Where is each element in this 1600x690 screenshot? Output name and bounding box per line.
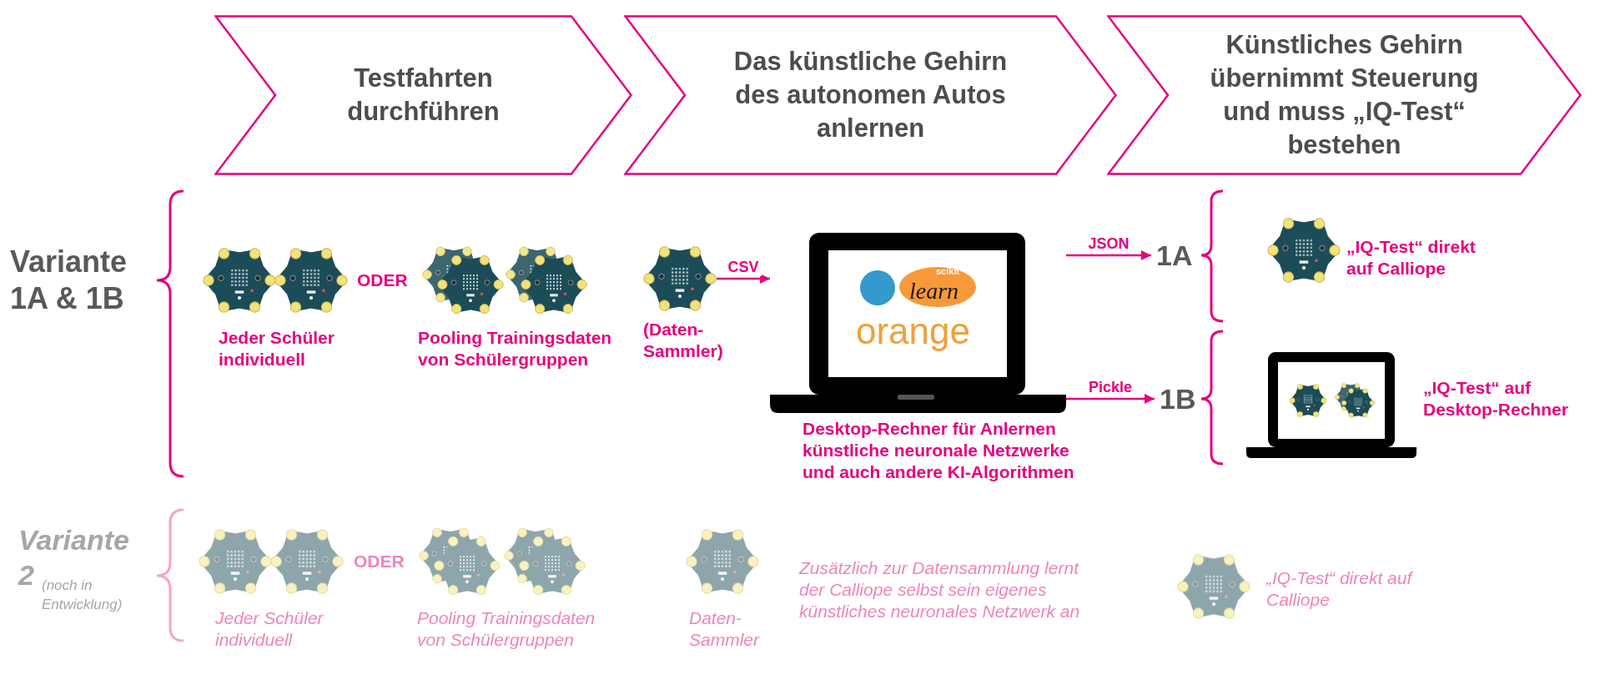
calliope-icon (275, 248, 348, 312)
chevron-outline (1108, 16, 1581, 175)
caption: Daten- Sammler (689, 607, 773, 651)
laptop-illustration (769, 232, 1067, 413)
variant-tag: 1B (1154, 382, 1201, 416)
curly-bracket (156, 191, 184, 477)
phase-title: Das künstliche Gehirn des autonomen Auto… (712, 45, 1030, 146)
pooled-boards (506, 246, 587, 314)
result-caption: „IQ-Test“ direkt auf Calliope (1346, 236, 1505, 280)
caption: Jeder Schüler individuell (215, 607, 362, 651)
logo-text: learn (909, 277, 959, 305)
curly-bracket (156, 509, 184, 641)
laptop-display (828, 250, 1007, 378)
calliope-icon (199, 529, 272, 594)
phase-chevron: Testfahrten durchführen (214, 15, 633, 176)
phase-title: Künstliches Gehirn übernimmt Steuerung u… (1186, 28, 1504, 162)
pooled-boards (1334, 383, 1374, 418)
curly-bracket (1201, 331, 1223, 464)
phase-chevron: Das künstliche Gehirn des autonomen Auto… (623, 15, 1117, 176)
laptop-base (769, 394, 1067, 413)
device-caption: (Daten- Sammler) (643, 318, 737, 363)
calliope-icon (521, 255, 587, 313)
calliope-icon (271, 529, 343, 594)
pooled-boards (504, 528, 585, 595)
logo-text: orange (855, 310, 971, 353)
data-flow-arrow (1066, 397, 1155, 401)
pooled-boards (419, 528, 500, 595)
result-caption: „IQ-Test“ direkt auf Calliope (1266, 567, 1425, 611)
status-note: (noch in Entwicklung) (41, 575, 146, 614)
calliope-icon (1177, 554, 1250, 619)
variant-number: 1B (1159, 382, 1196, 416)
variant-label: Variante 1A & 1B (10, 243, 152, 317)
phase-title: Testfahrten durchführen (315, 61, 533, 129)
logo-shape (860, 270, 896, 306)
result-caption: „IQ-Test“ auf Desktop-Rechner (1423, 377, 1590, 421)
data-flow-arrow (1066, 254, 1152, 257)
calliope-icon (1267, 218, 1340, 282)
edge-label: Pickle (1086, 377, 1135, 397)
student-boards (203, 248, 348, 312)
calliope-icon (437, 255, 504, 313)
caption: Pooling Trainingsdaten von Schülergruppe… (417, 327, 627, 371)
data-collector: (Daten- Sammler) (643, 241, 717, 316)
or-label: ODER (357, 269, 408, 292)
calliope-icon (644, 246, 716, 311)
calliope-icon (519, 536, 585, 594)
laptop-illustration (1246, 352, 1417, 458)
chevron-outline (625, 16, 1117, 175)
variant-two-boards (199, 528, 1250, 619)
phase-chevron: Künstliches Gehirn übernimmt Steuerung u… (1106, 15, 1582, 176)
laptop-notch (897, 394, 935, 400)
chevron-outline (216, 16, 632, 175)
calliope-icon (434, 536, 500, 594)
calliope-icon (1289, 383, 1327, 417)
laptop-screen (809, 232, 1026, 395)
or-label: ODER (353, 550, 405, 573)
caption: Jeder Schüler individuell (218, 327, 365, 371)
logo-text: scikit (935, 266, 960, 277)
logo-shape (899, 266, 977, 307)
pooled-boards (422, 246, 504, 314)
laptop-base (1246, 447, 1417, 458)
note-text: Zusätzlich zur Datensammlung lernt der C… (799, 557, 1104, 623)
chevron-shape (214, 15, 633, 176)
calliope-icon (686, 529, 759, 594)
laptop-screen (1267, 352, 1395, 448)
device-caption: Desktop-Rechner für Anlernen künstliche … (802, 417, 1091, 484)
edge-label: CSV (724, 257, 761, 277)
variant-number: 1A (1156, 238, 1193, 272)
laptop-display (1277, 362, 1385, 439)
edge-label: JSON (1085, 234, 1132, 253)
data-flow-arrow (716, 277, 770, 281)
caption: Pooling Trainingsdaten von Schülergruppe… (417, 607, 622, 651)
calliope-icon (1341, 388, 1374, 418)
variant-tag: 1A (1151, 238, 1198, 272)
curly-bracket (1201, 191, 1223, 322)
calliope-icon (203, 248, 276, 312)
